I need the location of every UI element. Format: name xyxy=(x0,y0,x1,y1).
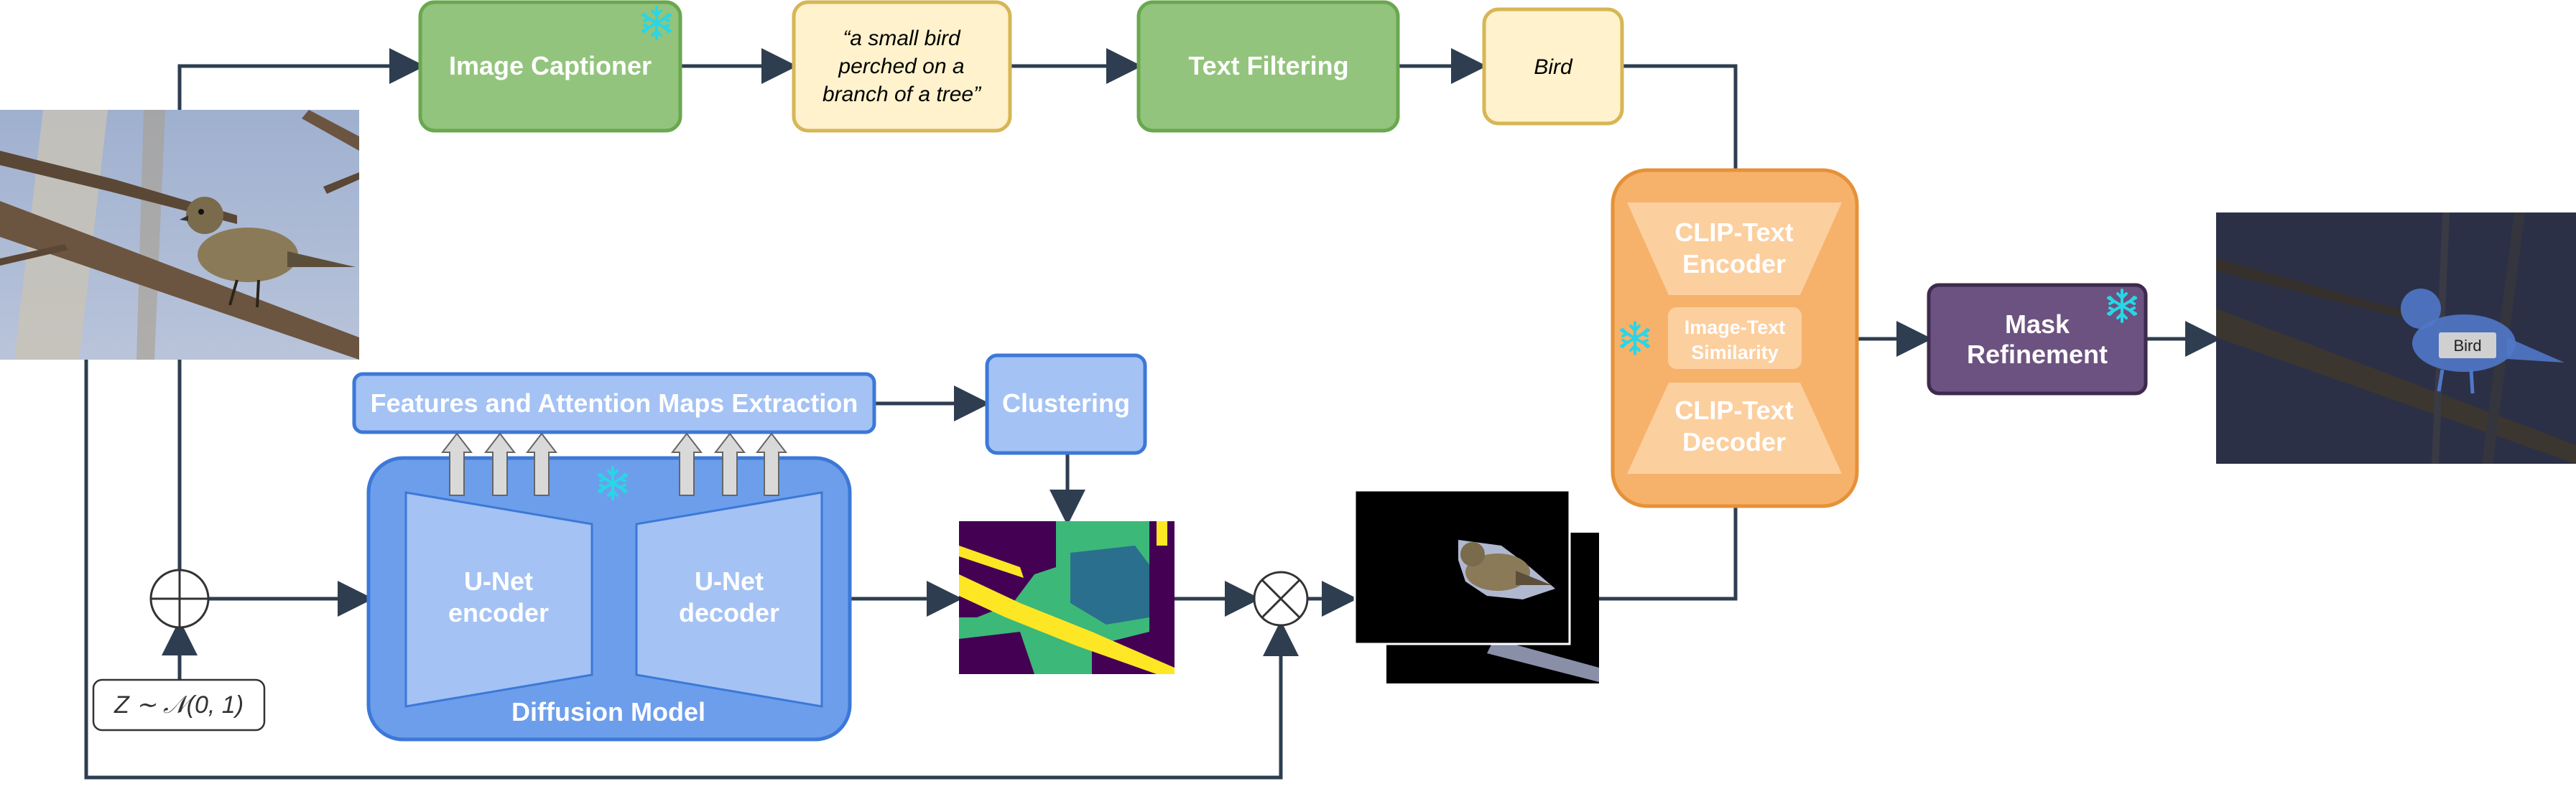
unet-encoder-shape xyxy=(404,491,593,708)
unet-encoder-line-2: encoder xyxy=(448,598,549,627)
mask-refinement-line-2: Refinement xyxy=(1967,340,2108,369)
clip-decoder-shape xyxy=(1627,383,1842,474)
multiply-node xyxy=(1253,571,1309,627)
image-captioner-label: Image Captioner xyxy=(449,51,652,80)
output-tag-box xyxy=(2439,332,2496,358)
arrow-bird-to-clip xyxy=(1622,64,1753,210)
mask-refinement-node: Mask Refinement xyxy=(1927,283,2148,396)
unet-encoder-line-1: U-Net xyxy=(464,566,533,596)
masked-segments-stack xyxy=(1353,489,1599,683)
clustering-label: Clustering xyxy=(1002,388,1130,418)
caption-node: “a small bird perched on a branch of a t… xyxy=(792,0,1012,133)
connectors xyxy=(84,48,2221,780)
unet-decoder-shape xyxy=(635,491,823,708)
text-filtering-node: Text Filtering xyxy=(1136,0,1400,133)
similarity-box xyxy=(1668,307,1802,369)
features-extraction-label: Features and Attention Maps Extraction xyxy=(371,388,858,418)
noise-box: Z ∼ 𝒩(0, 1) xyxy=(92,678,266,732)
filtered-word-label: Bird xyxy=(1534,55,1573,79)
feature-tap-arrows xyxy=(440,432,788,496)
clip-decoder-line-2: Decoder xyxy=(1682,427,1786,457)
filtered-word-node: Bird xyxy=(1482,7,1624,126)
output-tag: Bird xyxy=(2453,337,2481,355)
clip-encoder-line-2: Encoder xyxy=(1682,249,1786,279)
cluster-map-image xyxy=(959,521,1175,674)
caption-line-3: branch of a tree” xyxy=(823,83,982,106)
input-bird-photo xyxy=(0,110,359,360)
image-captioner-node: Image Captioner xyxy=(418,0,682,133)
clip-block: CLIP-Text Encoder Image-Text Similarity … xyxy=(1611,168,1859,508)
diffusion-model-node: U-Net encoder U-Net decoder Diffusion Mo… xyxy=(366,432,852,742)
clip-encoder-line-1: CLIP-Text xyxy=(1674,218,1793,247)
mask-refinement-line-1: Mask xyxy=(2005,309,2070,339)
unet-decoder-line-2: decoder xyxy=(679,598,779,627)
arrow-masks-to-clip xyxy=(1599,470,1753,601)
text-filtering-label: Text Filtering xyxy=(1188,51,1348,80)
arrow-photo-to-captioner xyxy=(177,48,425,110)
arrow-photo-to-times xyxy=(84,360,1299,780)
unet-decoder-line-1: U-Net xyxy=(695,566,764,596)
clip-decoder-line-1: CLIP-Text xyxy=(1674,396,1793,425)
similarity-line-2: Similarity xyxy=(1691,342,1779,363)
clustering-node: Clustering xyxy=(985,353,1147,455)
diffusion-model-label: Diffusion Model xyxy=(511,697,705,727)
noise-label: Z ∼ 𝒩(0, 1) xyxy=(113,691,244,719)
clip-encoder-shape xyxy=(1627,202,1842,295)
features-extraction-node: Features and Attention Maps Extraction xyxy=(352,372,876,434)
add-noise-node xyxy=(149,569,210,629)
masked-bird-crop xyxy=(1458,540,1555,599)
caption-line-1: “a small bird xyxy=(843,27,961,50)
caption-line-2: perched on a xyxy=(838,55,964,78)
similarity-line-1: Image-Text xyxy=(1685,317,1786,338)
output-segmented-photo: Bird xyxy=(2216,212,2576,464)
